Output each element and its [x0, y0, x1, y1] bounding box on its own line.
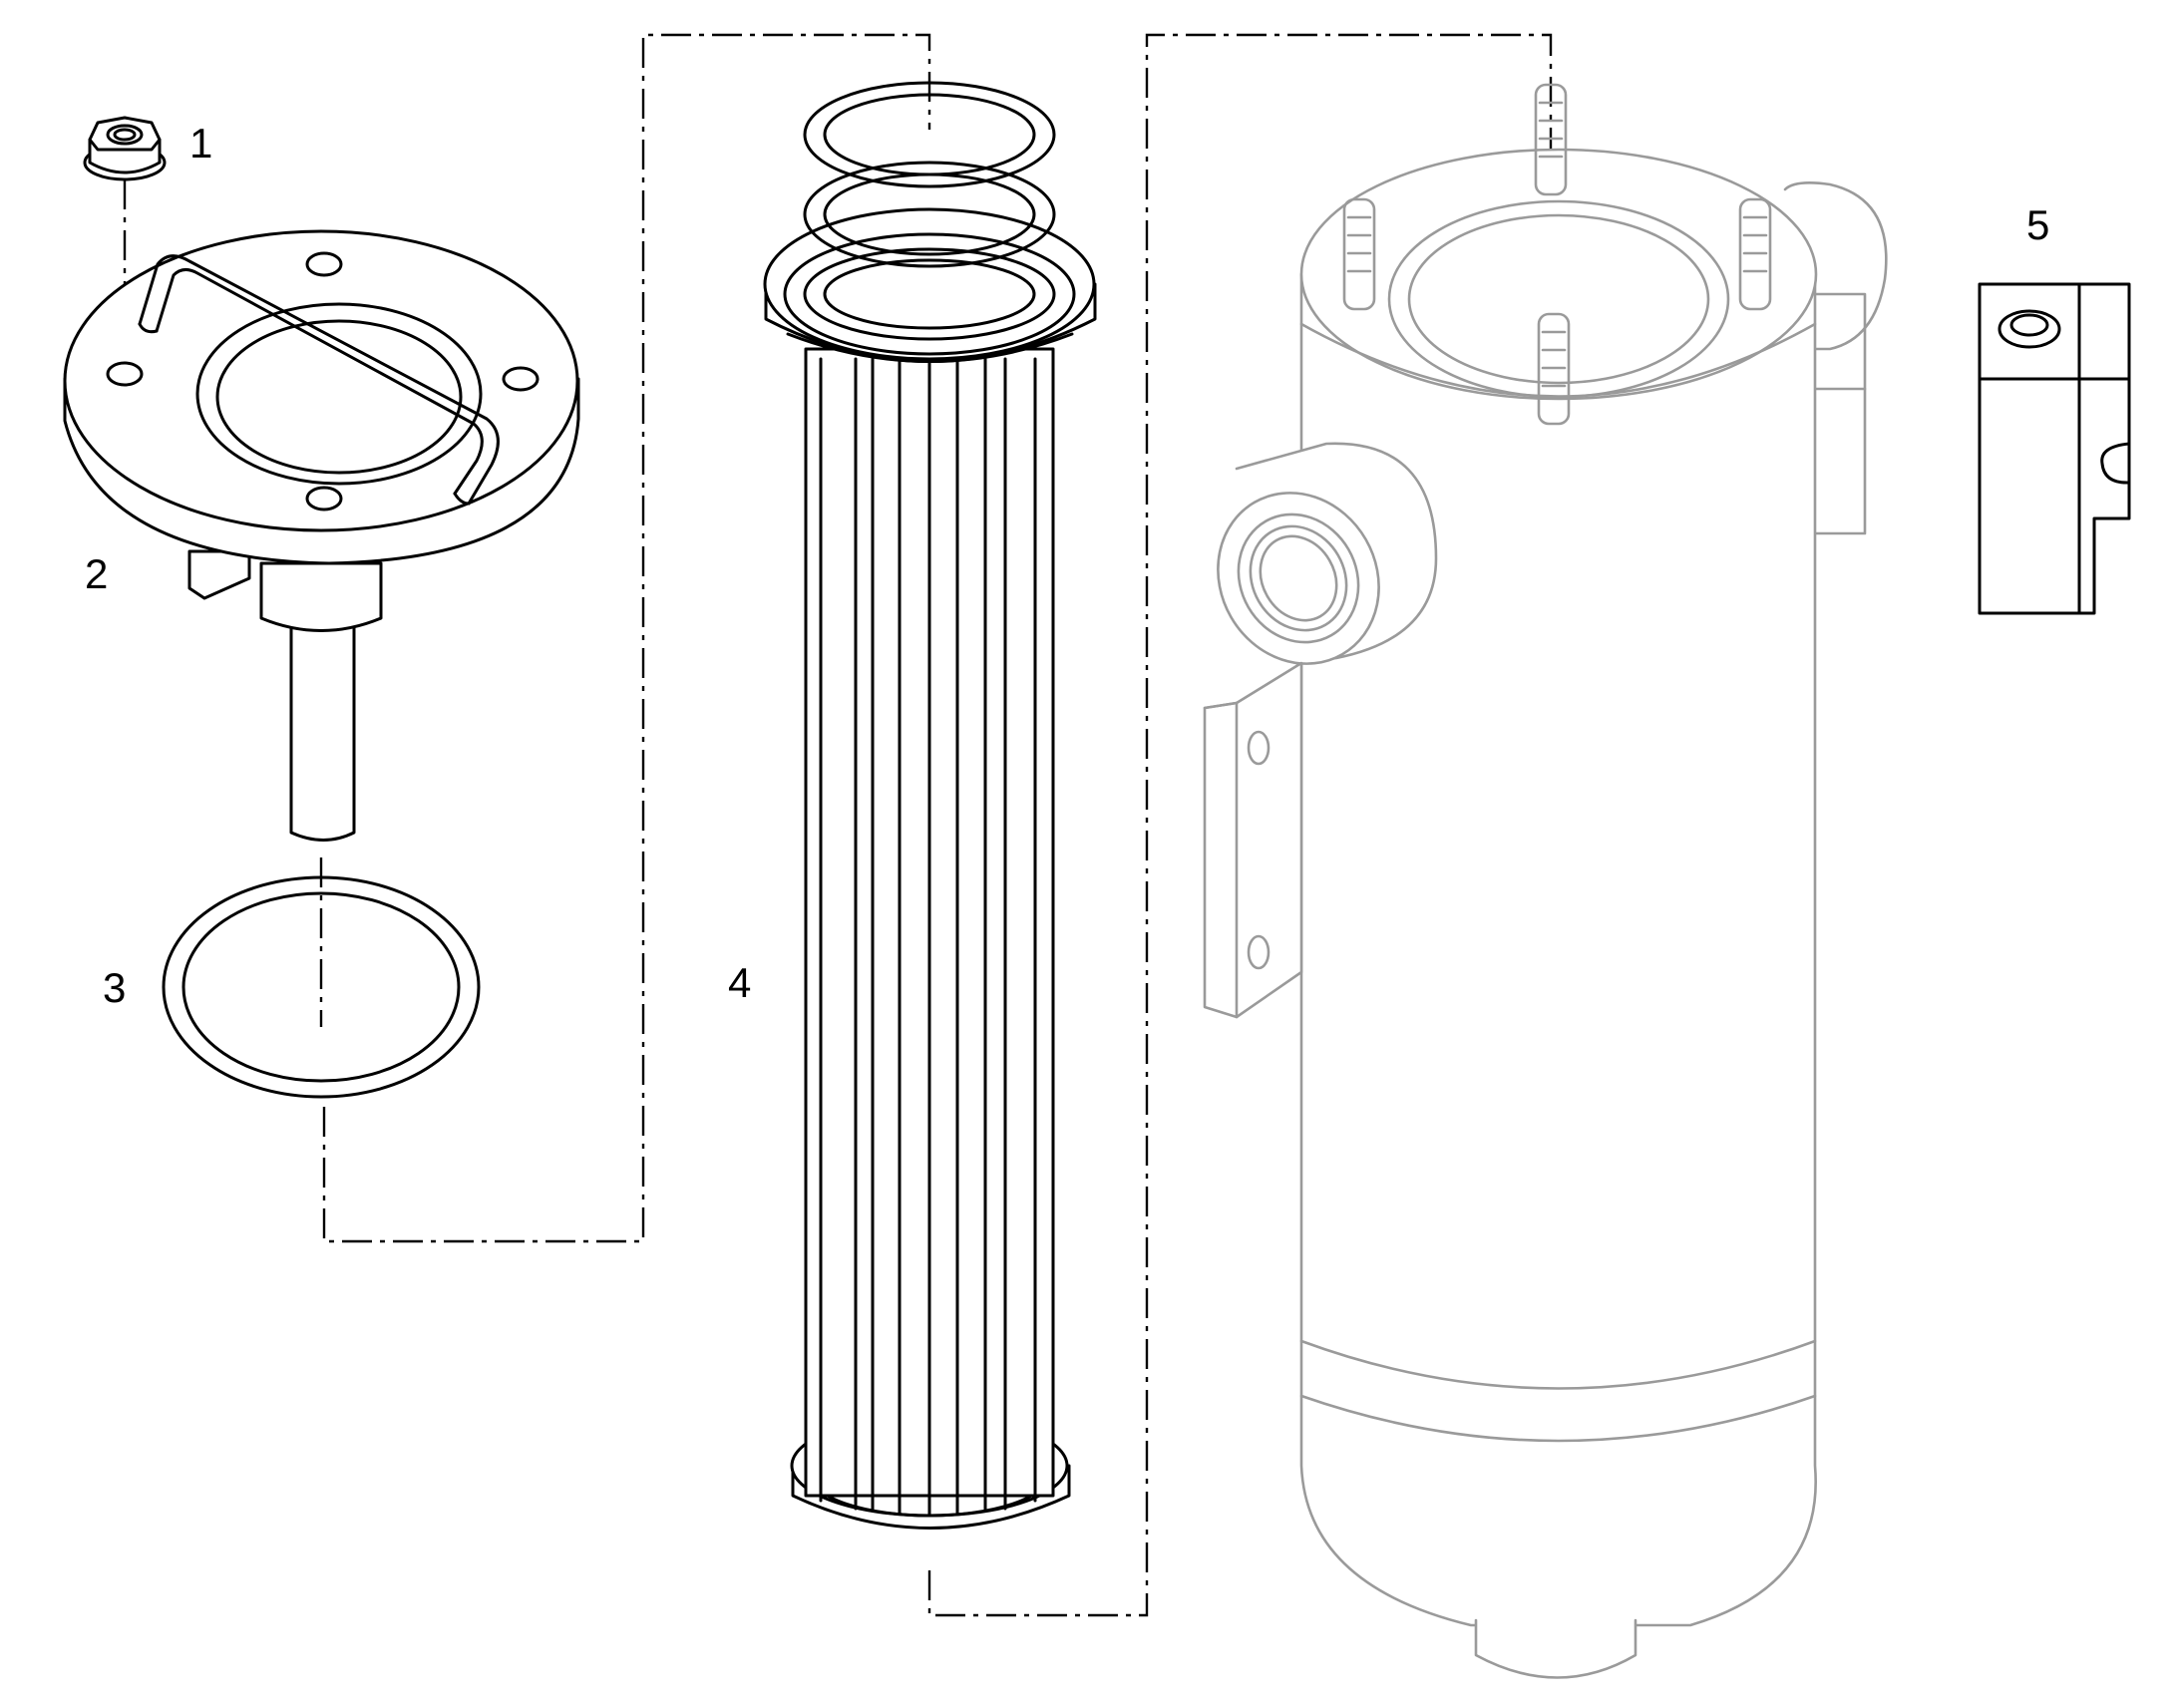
callout-2: 2 [85, 550, 108, 597]
housing-mounting-bracket [1203, 661, 1303, 1019]
callout-3: 3 [103, 964, 126, 1011]
part-5-block[interactable] [1978, 282, 2131, 615]
callout-labels: 1 2 3 4 5 [85, 120, 2049, 1011]
callout-4: 4 [728, 959, 751, 1006]
part-1-flange-nut[interactable] [83, 116, 167, 181]
callout-1: 1 [189, 120, 212, 167]
housing-inlet-port [1217, 442, 1438, 665]
filter-housing [1203, 83, 1888, 1679]
part-2-cover-plate[interactable] [63, 229, 580, 842]
part-3-o-ring[interactable] [162, 875, 481, 1099]
part-4-filter-element[interactable] [763, 81, 1097, 1530]
callout-5: 5 [2026, 201, 2049, 248]
housing-studs [1342, 83, 1772, 426]
